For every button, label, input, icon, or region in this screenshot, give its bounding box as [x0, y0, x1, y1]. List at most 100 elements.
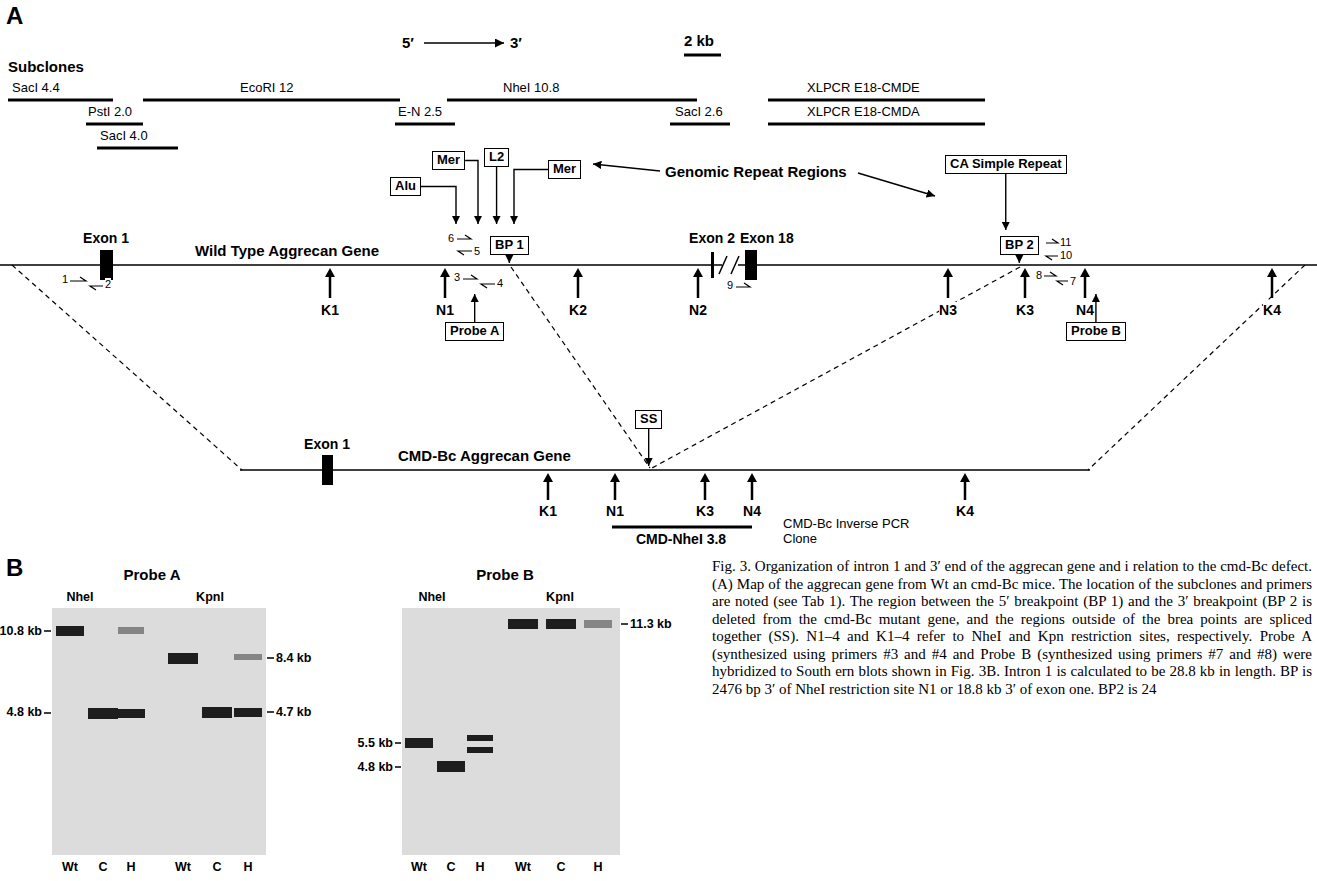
box-text: Probe B — [1071, 324, 1121, 339]
site-label: K1 — [539, 503, 557, 519]
pointer-arrow — [514, 169, 548, 224]
subclone-bars — [8, 100, 985, 148]
box-text: Alu — [395, 179, 416, 194]
gel-image — [402, 608, 620, 855]
lane-label: Wt — [515, 860, 531, 874]
lane-label: C — [98, 860, 107, 874]
panel-letter: A — [6, 2, 23, 30]
gene-label: Wild Type Aggrecan Gene — [195, 242, 379, 259]
lane-label: H — [593, 860, 602, 874]
strand-end: 3′ — [510, 34, 522, 51]
lane-label: Wt — [411, 860, 427, 874]
deletion-guides — [12, 265, 1305, 470]
panel-letter: B — [6, 554, 23, 582]
lane-label: H — [243, 860, 252, 874]
site-label: N3 — [939, 302, 957, 318]
break-mark — [719, 256, 739, 274]
subclone-label: EcoRI 12 — [240, 81, 293, 96]
pointer-arrow — [496, 167, 497, 224]
probe-box: Probe A — [445, 322, 504, 341]
site-label: K4 — [956, 503, 974, 519]
box-text: BP 2 — [1005, 238, 1034, 253]
primer-number: 2 — [105, 278, 111, 291]
repeat-box: Mer — [548, 160, 581, 179]
lane-label: H — [475, 860, 484, 874]
box-text: L2 — [489, 150, 504, 165]
exon-label: Exon 18 — [740, 230, 794, 246]
lane-label: Wt — [175, 860, 191, 874]
lane-label: C — [556, 860, 565, 874]
subclone-label: SacI 2.6 — [675, 105, 723, 120]
box-text: BP 1 — [495, 238, 524, 253]
subclone-label: XLPCR E18-CMDA — [807, 105, 920, 120]
repeat-box: CA Simple Repeat — [945, 155, 1067, 174]
site-label: K1 — [321, 302, 339, 318]
box-text: Mer — [553, 162, 576, 177]
primer-number: 6 — [448, 232, 454, 245]
site-label: K4 — [1263, 302, 1281, 318]
repeat-box: Alu — [390, 177, 421, 196]
cmd-gene-line — [240, 469, 1090, 471]
subclone-label: PstI 2.0 — [88, 105, 132, 120]
clone-label: CMD-Bc Inverse PCR Clone — [783, 517, 923, 547]
repeat-box: L2 — [484, 148, 509, 167]
repeat-box: Mer — [432, 151, 465, 170]
primer-number: 4 — [497, 277, 503, 290]
subclone-label: SacI 4.4 — [12, 81, 60, 96]
probe-box: Probe B — [1066, 322, 1126, 341]
enzyme-label: NheI — [418, 590, 445, 604]
gene-line — [0, 264, 1317, 266]
lane-label: C — [212, 860, 221, 874]
pointer-arrow — [1005, 174, 1006, 230]
subclone-label: SacI 4.0 — [100, 129, 148, 144]
exon-box — [711, 252, 714, 278]
pointer-arrow — [1019, 255, 1020, 263]
pointer-arrow — [421, 186, 456, 224]
box-text: SS — [640, 412, 657, 427]
site-label: K2 — [569, 302, 587, 318]
splice-box: SS — [635, 410, 662, 429]
breakpoint-box: BP 2 — [1000, 236, 1039, 255]
strand-end: 5′ — [402, 34, 414, 51]
primer-number: 11 — [1060, 236, 1071, 249]
exon-label: Exon 2 — [689, 230, 735, 246]
enzyme-label: NheI — [66, 590, 93, 604]
lane-label: C — [446, 860, 455, 874]
subclone-label: XLPCR E18-CMDE — [807, 81, 920, 96]
site-label: N1 — [436, 302, 454, 318]
site-label: K3 — [696, 503, 714, 519]
band-size: 5.5 kb — [358, 736, 393, 750]
site-label: N4 — [743, 503, 761, 519]
band-size: 11.3 kb — [630, 617, 672, 631]
lane-label: H — [126, 860, 135, 874]
gel-bands — [56, 619, 576, 772]
pointer-arrow — [648, 429, 649, 466]
band-size: 4.8 kb — [7, 705, 42, 719]
exon-label: Exon 1 — [304, 436, 350, 452]
band-size: 4.8 kb — [358, 760, 393, 774]
scale-label: 2 kb — [684, 32, 714, 49]
exon-box — [100, 250, 113, 280]
enzyme-label: KpnI — [546, 590, 574, 604]
connector-layer — [421, 160, 1096, 466]
pointer-arrow — [465, 160, 478, 224]
primer-number: 7 — [1070, 275, 1076, 288]
exon-box — [745, 250, 757, 280]
figure-caption: Fig. 3. Organization of intron 1 and 3′ … — [712, 558, 1312, 698]
size-ticks — [44, 624, 628, 767]
clone-bar — [612, 526, 752, 529]
box-text: CA Simple Repeat — [950, 157, 1062, 172]
gene-label: CMD-Bc Aggrecan Gene — [398, 447, 571, 464]
scale-bar — [684, 54, 721, 57]
primer-number: 3 — [454, 271, 460, 284]
primer-number: 9 — [727, 279, 733, 292]
pointer-arrow — [1095, 294, 1096, 322]
leader-arrow — [593, 164, 660, 171]
pointer-arrow — [509, 255, 510, 263]
strand-arrow — [424, 42, 504, 44]
site-label: N1 — [606, 503, 624, 519]
exon-box — [322, 455, 333, 485]
band-size: 8.4 kb — [276, 651, 311, 665]
band-size: 4.7 kb — [276, 705, 311, 719]
